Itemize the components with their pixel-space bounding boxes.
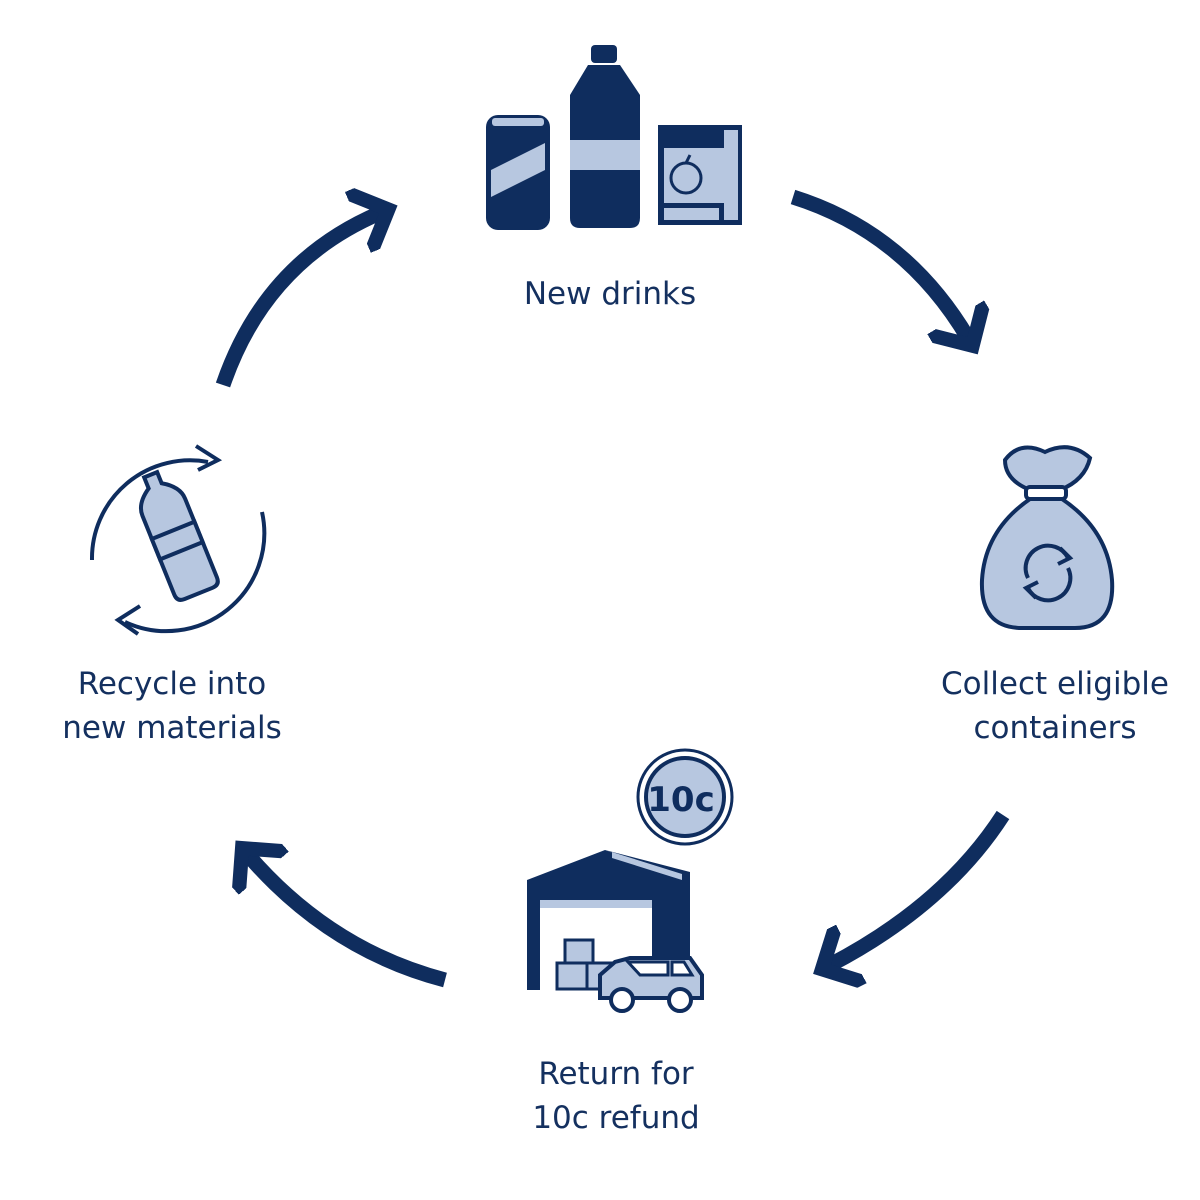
arrow-drinks-to-collect	[790, 189, 968, 338]
recycle-bottle-icon	[89, 444, 267, 636]
label-collect-line2: containers	[973, 710, 1137, 746]
recycling-bag-icon	[979, 445, 1115, 630]
can-icon	[486, 115, 550, 230]
label-return-line2: 10c refund	[532, 1100, 700, 1136]
recycle-arrows-icon	[1022, 543, 1074, 603]
bottle-icon	[570, 45, 640, 228]
label-collect-line1: Collect eligible	[941, 666, 1169, 702]
depot-icon: 10c	[527, 748, 734, 1013]
coin-icon: 10c	[636, 748, 734, 846]
juice-carton-icon	[658, 125, 742, 225]
label-recycle-materials: Recycle into new materials	[42, 662, 302, 750]
drinks-icon	[486, 45, 742, 230]
label-recycle-line2: new materials	[62, 710, 282, 746]
coin-label: 10c	[647, 780, 714, 820]
arrow-return-to-recycle	[248, 855, 447, 988]
car-icon	[598, 956, 704, 1013]
label-collect-containers: Collect eligible containers	[925, 662, 1185, 750]
label-return-line1: Return for	[538, 1056, 694, 1092]
label-new-drinks: New drinks	[523, 276, 697, 312]
arrow-recycle-to-drinks	[215, 213, 380, 388]
arrow-collect-to-return	[830, 810, 1010, 965]
label-return-refund: Return for 10c refund	[486, 1052, 746, 1140]
label-recycle-line1: Recycle into	[77, 666, 267, 702]
